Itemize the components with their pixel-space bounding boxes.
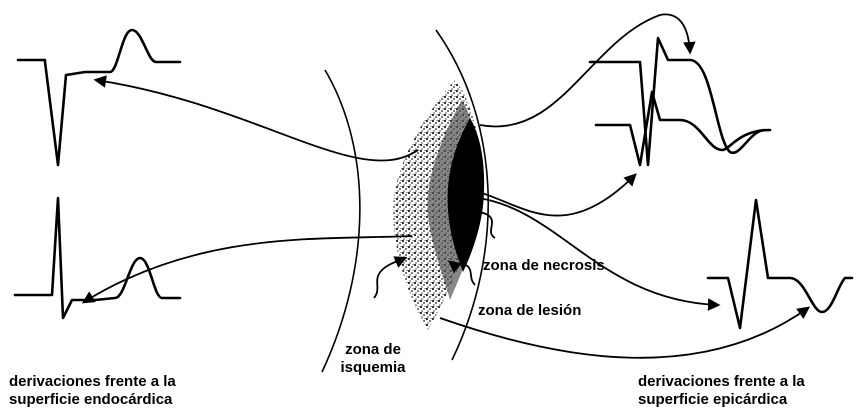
endocardial-wall-arc	[322, 70, 360, 372]
ecg-trace-epicardial-bottom	[708, 200, 852, 328]
arrow-to-endo-top	[96, 80, 418, 161]
ischemia-zone-label: zona de isquemia	[333, 341, 413, 377]
ischemia-zone-label-line2: isquemia	[333, 359, 413, 377]
endocardial-caption-line2: superficie endocárdica	[9, 391, 176, 409]
epicardial-leads-caption: derivaciones frente a la superficie epic…	[638, 373, 805, 409]
lesion-zone-label: zona de lesión	[478, 302, 581, 320]
ischemia-zone-label-line1: zona de	[333, 341, 413, 359]
arrow-to-epi-bottom	[478, 198, 718, 305]
endocardial-leads-caption: derivaciones frente a la superficie endo…	[9, 373, 176, 409]
ecg-trace-epicardial-middle	[596, 92, 770, 165]
endocardial-caption-line1: derivaciones frente a la	[9, 373, 176, 391]
ecg-trace-endocardial-bottom	[15, 198, 180, 318]
pointer-ischemia	[374, 258, 405, 298]
arrow-to-epi-top	[480, 14, 690, 126]
arrow-to-endo-bottom	[84, 236, 412, 302]
ecg-trace-epicardial-top	[590, 38, 765, 165]
epicardial-caption-line1: derivaciones frente a la	[638, 373, 805, 391]
arrow-to-epi-middle	[470, 175, 635, 216]
necrosis-zone-label: zona de necrosis	[483, 257, 605, 275]
epicardial-caption-line2: superficie epicárdica	[638, 391, 805, 409]
ecg-trace-endocardial-top	[18, 30, 180, 165]
